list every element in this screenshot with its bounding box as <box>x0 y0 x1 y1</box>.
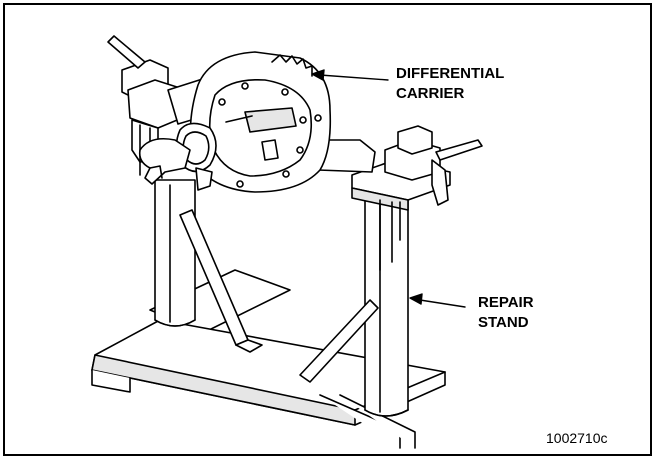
label-differential-carrier-line2: CARRIER <box>396 85 465 102</box>
leader-arrow-stand <box>409 293 423 305</box>
label-repair-stand-line1: REPAIR <box>478 294 534 311</box>
stand-brace-left <box>179 209 263 353</box>
stand-head-left <box>107 35 183 176</box>
leader-arrow-carrier <box>311 69 325 81</box>
leader-line-stand <box>419 299 466 308</box>
stand-head-right <box>351 125 483 271</box>
stand-post-right <box>299 179 409 417</box>
stand-post-left <box>154 179 196 327</box>
leader-line-carrier <box>319 74 389 81</box>
label-differential-carrier-line1: DIFFERENTIAL <box>396 65 505 82</box>
figure-id: 1002710c <box>546 430 608 446</box>
differential-carrier <box>138 51 376 193</box>
leader-lines <box>311 69 466 308</box>
label-repair-stand-line2: STAND <box>478 314 529 331</box>
label-differential-carrier: DIFFERENTIAL CARRIER <box>396 64 504 104</box>
label-repair-stand: REPAIR STAND <box>478 293 534 333</box>
